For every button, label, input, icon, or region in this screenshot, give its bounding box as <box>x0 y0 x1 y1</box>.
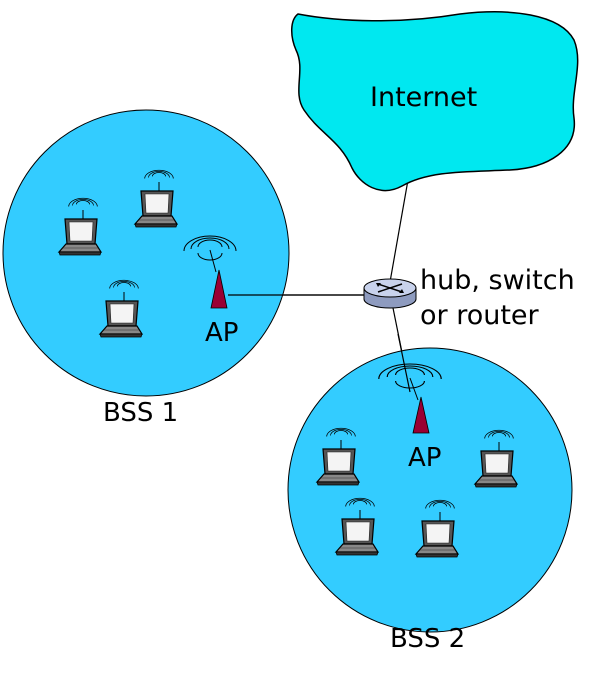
link-cloud-router <box>389 179 409 283</box>
access-point-antenna-icon-bss2 <box>378 363 442 434</box>
bss1-cell <box>2 109 290 397</box>
bss2-label: BSS 2 <box>390 624 466 654</box>
hub-label-line1: hub, switch <box>420 265 575 296</box>
internet-cloud-icon <box>291 11 579 192</box>
router-icon <box>363 278 417 309</box>
access-point-antenna-icon-bss1 <box>183 235 237 309</box>
ap1-label: AP <box>205 318 239 348</box>
bss2-cell <box>287 347 573 633</box>
internet-label: Internet <box>370 82 478 113</box>
ap2-label: AP <box>408 443 442 473</box>
bss1-label: BSS 1 <box>103 398 179 428</box>
hub-label-line2: or router <box>420 300 539 331</box>
